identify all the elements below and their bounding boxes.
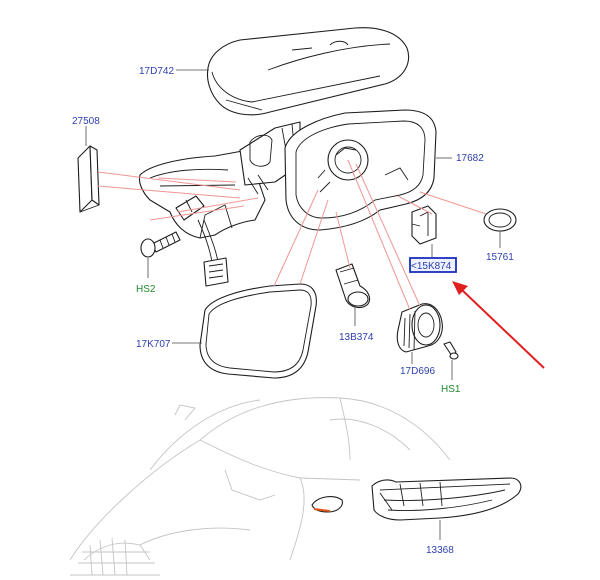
label-mirror-cover: 17D742 bbox=[139, 66, 174, 77]
label-bolt: HS1 bbox=[441, 384, 461, 395]
label-cap: 15761 bbox=[486, 252, 514, 263]
label-selected-part[interactable]: <15K874 bbox=[411, 261, 452, 272]
indicator-lamp-part bbox=[371, 477, 522, 521]
label-clip: 13B374 bbox=[339, 332, 374, 343]
bolt-part bbox=[443, 341, 459, 360]
label-mirror-housing: 17682 bbox=[456, 153, 484, 164]
label-mirror-glass: 17K707 bbox=[136, 339, 171, 350]
car-mirror-highlight bbox=[311, 496, 343, 513]
clip-part bbox=[335, 263, 371, 309]
bracket-part bbox=[411, 205, 437, 245]
motor-part bbox=[396, 303, 443, 353]
mirror-cover-part bbox=[206, 27, 410, 116]
cover-insert-part bbox=[77, 145, 100, 213]
mirror-glass-part bbox=[199, 283, 317, 379]
screw-part bbox=[140, 231, 181, 258]
label-cover-insert: 27508 bbox=[72, 116, 100, 127]
cap-part bbox=[483, 208, 517, 232]
assembly-leaders bbox=[97, 159, 487, 311]
label-motor: 17D696 bbox=[400, 366, 435, 377]
car-silhouette bbox=[69, 397, 451, 576]
mirror-housing-part bbox=[138, 109, 437, 239]
selected-label-box bbox=[409, 257, 457, 273]
label-screw: HS2 bbox=[136, 284, 156, 295]
label-leaders bbox=[85, 69, 501, 540]
label-indicator-lamp: 13368 bbox=[426, 545, 454, 556]
harness-connector-part bbox=[175, 195, 229, 287]
red-arrow bbox=[452, 281, 545, 369]
